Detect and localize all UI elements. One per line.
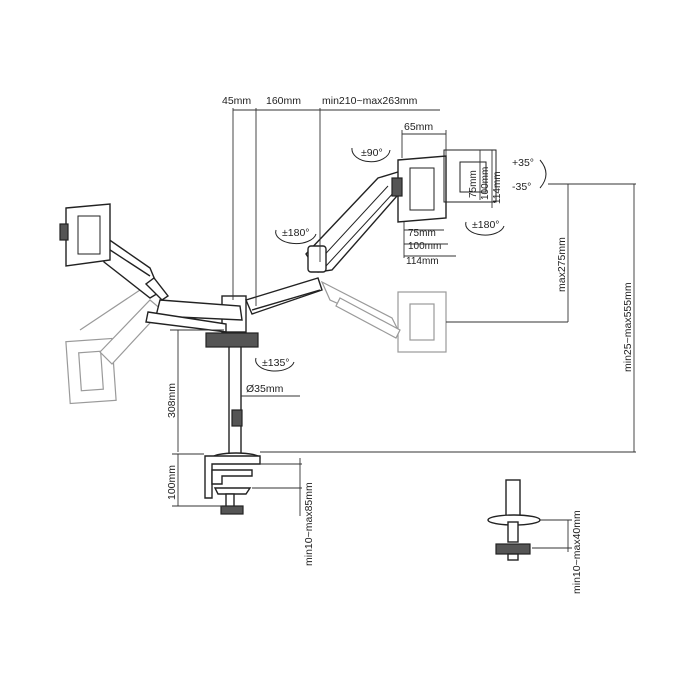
- label-308mm: 308mm: [166, 383, 178, 418]
- label-rot-180-left: ±180°: [282, 227, 309, 239]
- label-160mm: 160mm: [266, 95, 301, 107]
- label-vesa-114-h: 114mm: [406, 256, 439, 267]
- label-vesa-100-h: 100mm: [408, 241, 441, 252]
- label-arm-reach: min210~max263mm: [322, 95, 418, 107]
- label-vesa-114: 114mm: [492, 171, 503, 204]
- label-45mm: 45mm: [222, 95, 251, 107]
- left-monitor-plate: [59, 203, 111, 267]
- label-tilt-up: +35°: [512, 157, 534, 169]
- label-clamp-100: 100mm: [166, 465, 178, 500]
- label-rot-180-right: ±180°: [472, 219, 499, 231]
- rotation-arrow-180-left: [275, 229, 317, 245]
- tilt-arrow: [539, 159, 547, 189]
- label-vesa-75: 75mm: [468, 170, 479, 198]
- rotation-arrow-180-right: [465, 221, 505, 236]
- right-monitor-plate: [391, 155, 447, 223]
- ghost-right-monitor: [320, 280, 447, 353]
- central-hub: [145, 295, 259, 348]
- desk-clamp: [204, 452, 261, 515]
- label-vesa-75-h: 75mm: [408, 228, 436, 239]
- label-grommet-40: min10~max40mm: [571, 510, 583, 594]
- label-diameter: Ø35mm: [246, 383, 284, 395]
- grommet-detail: [487, 479, 541, 561]
- label-max555: min25~max555mm: [622, 282, 634, 372]
- label-vesa-100: 100mm: [480, 167, 491, 200]
- label-tilt-down: -35°: [512, 181, 531, 193]
- rotation-arrow-135: [255, 357, 295, 372]
- right-arm-upper: [305, 171, 405, 273]
- rotation-arrow-90: [351, 147, 391, 163]
- ghost-left-monitor: [65, 289, 163, 405]
- label-rot-90: ±90°: [361, 147, 383, 159]
- label-rot-135: ±135°: [262, 357, 289, 369]
- label-max275: max275mm: [556, 237, 568, 292]
- vesa-reference: [443, 149, 497, 203]
- right-arm-lower: [245, 277, 323, 315]
- label-clamp-85: min10~max85mm: [303, 482, 315, 566]
- label-65mm: 65mm: [404, 121, 433, 133]
